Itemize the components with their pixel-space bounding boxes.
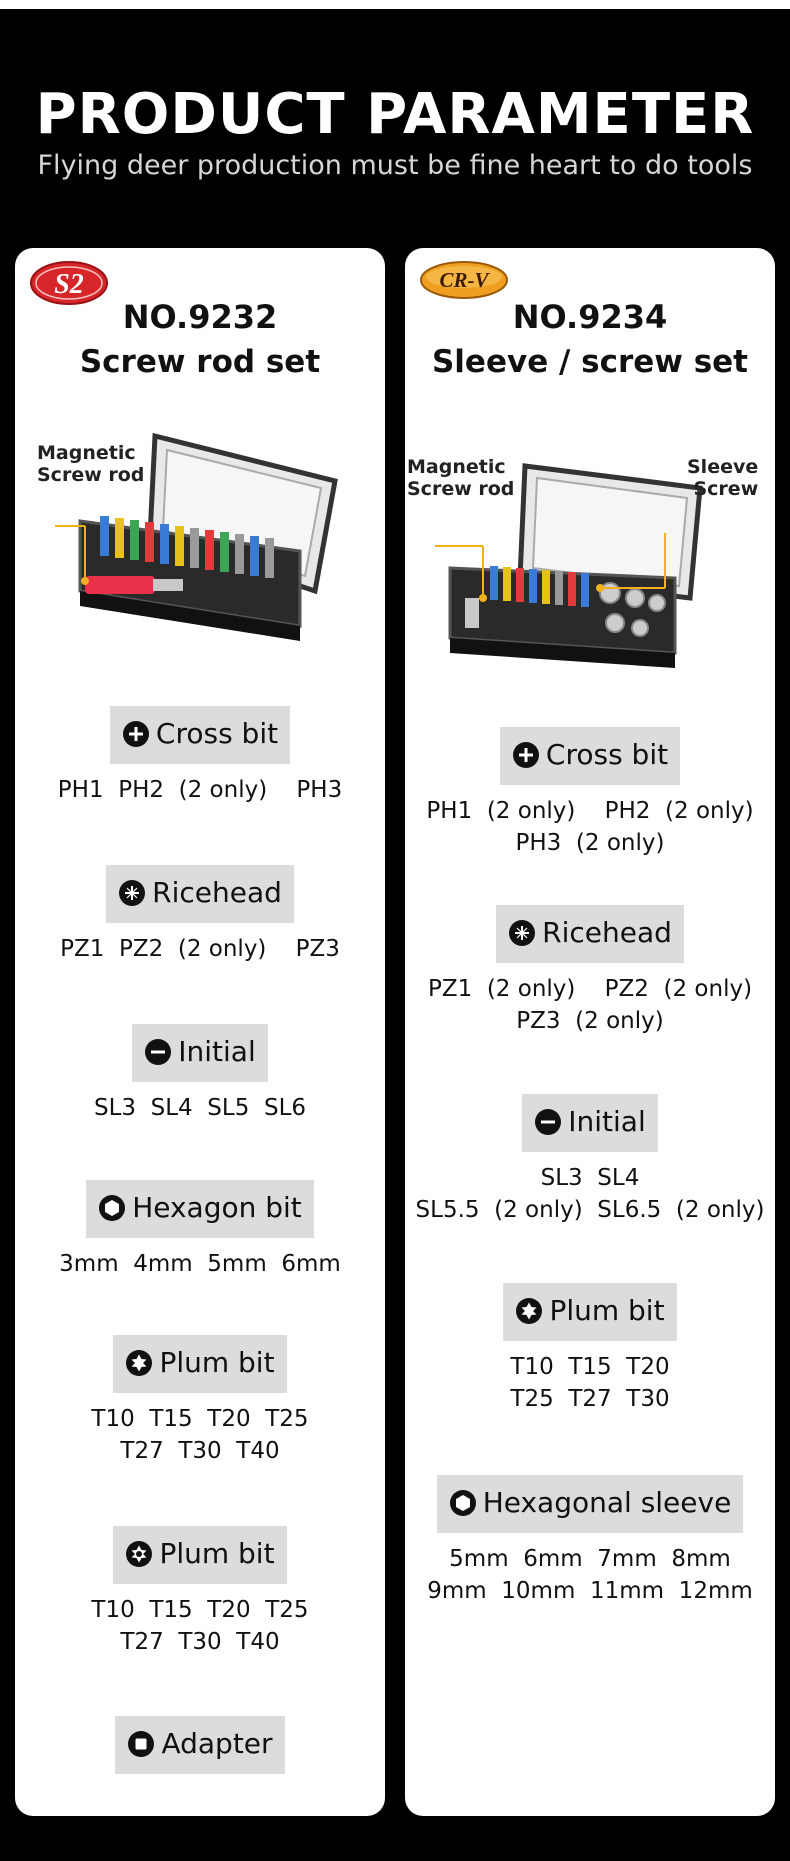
spec-line: T10 T15 T20 T25 bbox=[91, 1406, 309, 1432]
spec-line: 9mm 10mm 11mm 12mm bbox=[427, 1578, 753, 1604]
section-label: Hexagonal sleeve bbox=[436, 1475, 744, 1533]
section-initial: Initial SL3 SL4 SL5.5 (2 only) SL6.5 (2 … bbox=[405, 1094, 775, 1226]
section-label: Adapter bbox=[115, 1716, 285, 1774]
spec-line: PH1 (2 only) PH2 (2 only) bbox=[426, 798, 754, 824]
section-label: Plum bit bbox=[113, 1335, 287, 1393]
product-card-9232: S2 NO.9232 Screw rod set bbox=[15, 248, 385, 1816]
star-hollow-icon bbox=[126, 1541, 153, 1567]
section-label: Plum bit bbox=[113, 1526, 287, 1584]
section-label: Ricehead bbox=[106, 865, 294, 923]
section-ricehead: Ricehead PZ1 PZ2 (2 only) PZ3 bbox=[15, 865, 385, 965]
product-image-bit-case bbox=[55, 426, 365, 661]
section-label: Cross bit bbox=[109, 706, 291, 764]
spec-line: T25 T27 T30 bbox=[510, 1386, 670, 1412]
section-plum-bit: Plum bit T10 T15 T20 T25 T27 T30 T40 bbox=[15, 1335, 385, 1467]
page-subtitle: Flying deer production must be fine hear… bbox=[37, 150, 753, 181]
spec-line: T10 T15 T20 T25 bbox=[91, 1597, 309, 1623]
section-label: Initial bbox=[522, 1094, 658, 1152]
ricehead-icon bbox=[509, 920, 536, 946]
model-number: NO.9234 bbox=[512, 298, 668, 336]
section-plum-bit-tamper: Plum bit T10 T15 T20 T25 T27 T30 T40 bbox=[15, 1526, 385, 1658]
spec-line: SL5.5 (2 only) SL6.5 (2 only) bbox=[415, 1197, 765, 1223]
badge-text: S2 bbox=[54, 269, 84, 300]
spec-line: 3mm 4mm 5mm 6mm bbox=[59, 1251, 341, 1277]
product-name: Sleeve / screw set bbox=[431, 344, 748, 380]
section-adapter: Adapter bbox=[15, 1716, 385, 1774]
spec-line: T27 T30 T40 bbox=[120, 1629, 280, 1655]
badge-text: CR-V bbox=[439, 268, 490, 292]
star-icon bbox=[126, 1350, 153, 1376]
section-cross-bit: Cross bit PH1 PH2 (2 only) PH3 bbox=[15, 706, 385, 806]
callout-magnetic-screw-rod: Magnetic Screw rod bbox=[407, 456, 515, 500]
spec-line: T27 T30 T40 bbox=[120, 1438, 280, 1464]
spec-line: PZ1 (2 only) PZ2 (2 only) bbox=[427, 976, 753, 1002]
s2-badge: S2 bbox=[29, 260, 109, 311]
section-cross-bit: Cross bit PH1 (2 only) PH2 (2 only) PH3 … bbox=[405, 727, 775, 859]
product-image-sleeve-case bbox=[435, 458, 755, 693]
section-label: Plum bit bbox=[503, 1283, 677, 1341]
callout-magnetic-screw-rod: Magnetic Screw rod bbox=[37, 442, 145, 486]
callout-sleeve-screw: Sleeve Screw bbox=[687, 456, 759, 500]
cross-icon bbox=[122, 721, 149, 747]
section-label: Ricehead bbox=[496, 905, 684, 963]
spec-line: SL3 SL4 bbox=[540, 1165, 640, 1191]
star-icon bbox=[516, 1298, 543, 1324]
hexagon-icon bbox=[449, 1490, 476, 1516]
spec-line: 5mm 6mm 7mm 8mm bbox=[449, 1546, 731, 1572]
spec-line: PH1 PH2 (2 only) PH3 bbox=[57, 777, 343, 803]
model-number: NO.9232 bbox=[122, 298, 278, 336]
spec-line: PH3 (2 only) bbox=[515, 830, 665, 856]
spec-line: T10 T15 T20 bbox=[510, 1354, 670, 1380]
square-icon bbox=[128, 1731, 155, 1757]
section-ricehead: Ricehead PZ1 (2 only) PZ2 (2 only) PZ3 (… bbox=[405, 905, 775, 1037]
section-hexagonal-sleeve: Hexagonal sleeve 5mm 6mm 7mm 8mm 9mm 10m… bbox=[405, 1475, 775, 1607]
cross-icon bbox=[512, 742, 539, 768]
hexagon-icon bbox=[99, 1195, 126, 1221]
spec-line: PZ3 (2 only) bbox=[516, 1008, 664, 1034]
product-card-9234: CR-V NO.9234 Sleeve / screw set bbox=[405, 248, 775, 1816]
section-hexagon-bit: Hexagon bit 3mm 4mm 5mm 6mm bbox=[15, 1180, 385, 1280]
ricehead-icon bbox=[119, 880, 146, 906]
minus-icon bbox=[535, 1109, 562, 1135]
section-initial: Initial SL3 SL4 SL5 SL6 bbox=[15, 1024, 385, 1124]
section-label: Hexagon bit bbox=[86, 1180, 314, 1238]
top-border bbox=[0, 0, 790, 9]
crv-badge: CR-V bbox=[419, 260, 509, 305]
section-plum-bit: Plum bit T10 T15 T20 T25 T27 T30 bbox=[405, 1283, 775, 1415]
product-name: Screw rod set bbox=[79, 344, 321, 380]
page-title: PRODUCT PARAMETER bbox=[35, 82, 755, 147]
section-label: Cross bit bbox=[499, 727, 681, 785]
spec-line: SL3 SL4 SL5 SL6 bbox=[93, 1095, 307, 1121]
spec-line: PZ1 PZ2 (2 only) PZ3 bbox=[60, 936, 340, 962]
section-label: Initial bbox=[132, 1024, 268, 1082]
minus-icon bbox=[145, 1039, 172, 1065]
